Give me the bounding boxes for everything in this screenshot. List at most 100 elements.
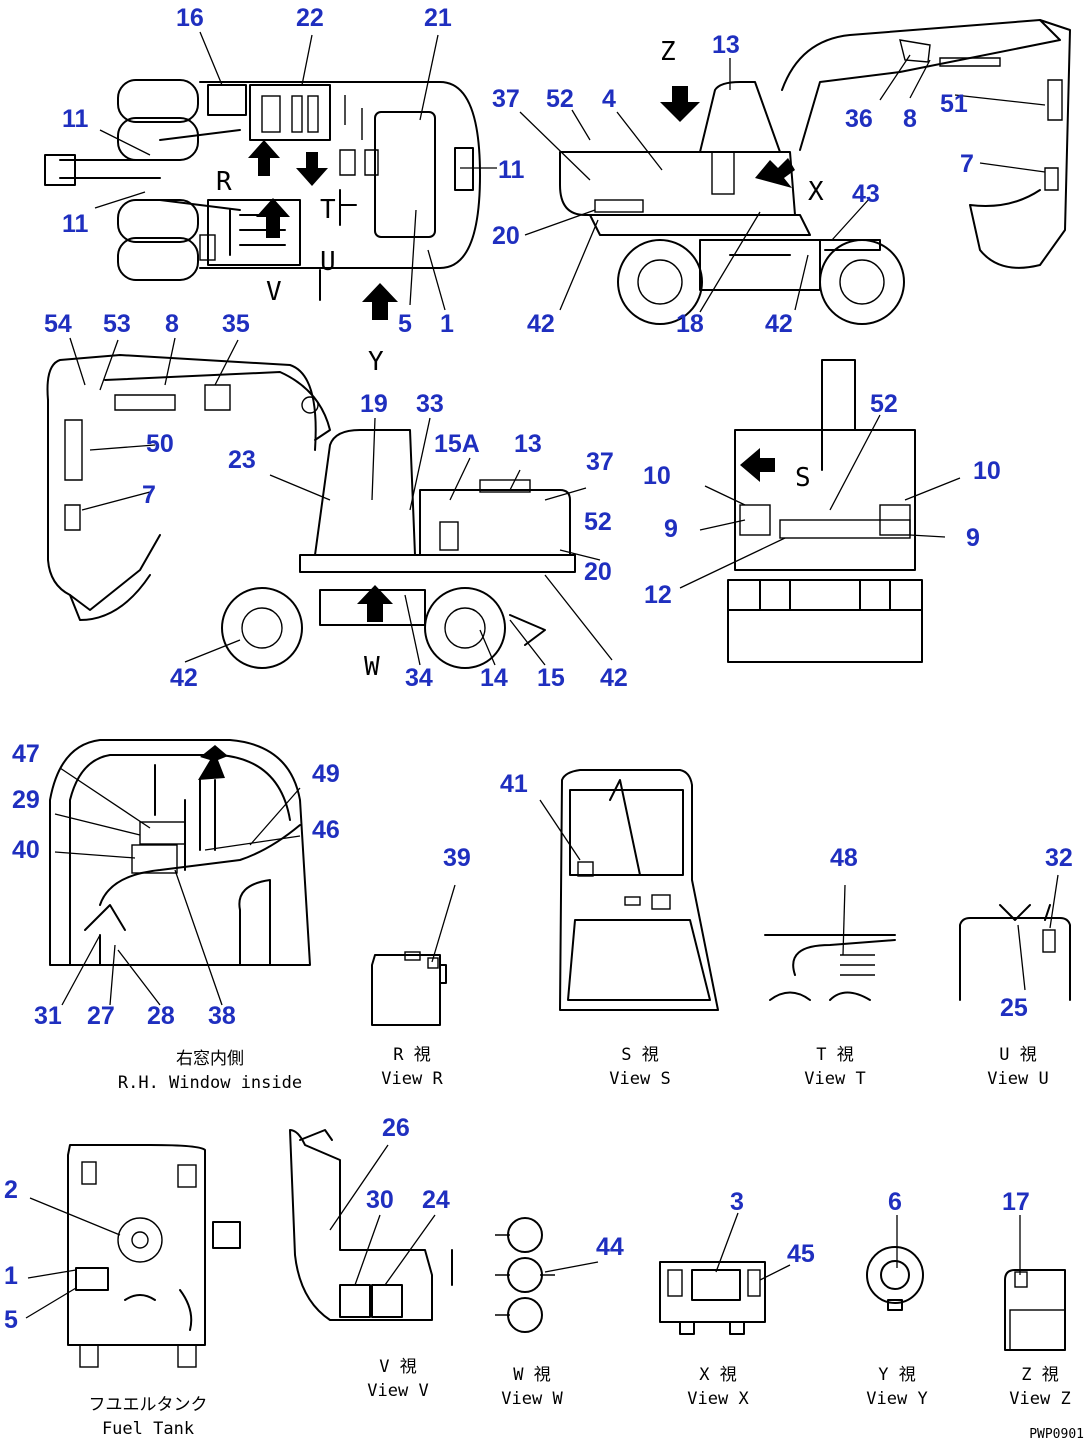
- rh-window-inside-view: [49, 739, 311, 1006]
- caption-rh-window-jp: 右窓内側: [176, 1049, 244, 1069]
- caption-view-v-jp: V 視: [379, 1357, 416, 1377]
- caption-view-r-jp: R 視: [393, 1045, 430, 1065]
- main-side-view: W: [46, 337, 613, 682]
- caption-rh-window-en: R.H. Window inside: [118, 1073, 302, 1093]
- caption-view-x-en: View X: [687, 1389, 749, 1409]
- callout-28: 28: [147, 1002, 175, 1030]
- view-letter-y: Y: [368, 347, 384, 377]
- callout-29: 29: [12, 786, 40, 814]
- callout-17: 17: [1002, 1188, 1030, 1216]
- callout-35: 35: [222, 310, 250, 338]
- view-letter-t: T: [320, 195, 336, 225]
- callout-8: 8: [165, 310, 179, 338]
- view-z-box: [1004, 1215, 1066, 1351]
- caption-view-v-en: View V: [367, 1381, 428, 1401]
- caption-view-z-en: View Z: [1009, 1389, 1070, 1409]
- view-letter-u: U: [320, 247, 336, 277]
- caption-fuel-tank-en: Fuel Tank: [102, 1419, 194, 1439]
- caption-view-x-jp: X 視: [699, 1365, 736, 1385]
- callout-54: 54: [44, 310, 72, 338]
- callout-5: 5: [4, 1306, 18, 1334]
- view-letter-s: S: [795, 463, 811, 493]
- callout-22: 22: [296, 4, 324, 32]
- drawing-code: PWP0901: [1029, 1427, 1084, 1442]
- callout-42: 42: [170, 664, 198, 692]
- callout-labels: 16 22 21 11 11 11 5 1 37 52 4 13 36 8 51…: [4, 4, 1073, 1334]
- callout-49: 49: [312, 760, 340, 788]
- callout-10: 10: [643, 462, 671, 490]
- callout-40: 40: [12, 836, 40, 864]
- callout-46: 46: [312, 816, 340, 844]
- callout-52: 52: [546, 85, 574, 113]
- callout-43: 43: [852, 180, 880, 208]
- callout-19: 19: [360, 390, 388, 418]
- rear-view: S: [679, 359, 961, 663]
- caption-view-t-en: View T: [804, 1069, 865, 1089]
- caption-view-u-en: View U: [987, 1069, 1048, 1089]
- caption-view-w-jp: W 視: [513, 1365, 550, 1385]
- callout-13: 13: [712, 31, 740, 59]
- view-w-box: [495, 1217, 599, 1333]
- callout-41: 41: [500, 770, 528, 798]
- callout-32: 32: [1045, 844, 1073, 872]
- caption-view-r-en: View R: [381, 1069, 443, 1089]
- side-view: Z X: [519, 19, 1071, 325]
- callout-36: 36: [845, 105, 873, 133]
- callout-6: 6: [888, 1188, 902, 1216]
- callout-12: 12: [644, 581, 672, 609]
- view-y-box: [866, 1215, 924, 1311]
- callout-42: 42: [527, 310, 555, 338]
- callout-45: 45: [787, 1240, 815, 1268]
- callout-37: 37: [492, 85, 520, 113]
- callout-11: 11: [498, 156, 525, 184]
- callout-18: 18: [676, 310, 704, 338]
- callout-7: 7: [142, 481, 156, 509]
- view-t-box: [764, 884, 896, 1001]
- view-letter-v: V: [266, 277, 282, 307]
- callout-44: 44: [596, 1233, 624, 1261]
- caption-view-y-jp: Y 視: [878, 1365, 915, 1385]
- callout-52: 52: [584, 508, 612, 536]
- view-captions: 右窓内側 R.H. Window inside R 視 View R S 視 V…: [89, 1045, 1085, 1442]
- callout-9: 9: [966, 524, 980, 552]
- callout-37: 37: [586, 448, 614, 476]
- callout-5: 5: [398, 310, 412, 338]
- view-letter-r: R: [216, 167, 232, 197]
- caption-view-z-jp: Z 視: [1021, 1365, 1058, 1385]
- callout-14: 14: [480, 664, 508, 692]
- callout-25: 25: [1000, 994, 1028, 1022]
- callout-2: 2: [4, 1176, 18, 1204]
- callout-27: 27: [87, 1002, 115, 1030]
- callout-1: 1: [4, 1262, 18, 1290]
- callout-9: 9: [664, 515, 678, 543]
- callout-20: 20: [584, 558, 612, 586]
- view-r-box: [371, 884, 456, 1026]
- view-letter-x: X: [808, 177, 824, 207]
- caption-view-y-en: View Y: [866, 1389, 927, 1409]
- fuel-tank-view: [25, 1144, 241, 1368]
- callout-39: 39: [443, 844, 471, 872]
- caption-view-w-en: View W: [501, 1389, 563, 1409]
- caption-fuel-tank-jp: フユエルタンク: [89, 1395, 208, 1415]
- caption-view-s-en: View S: [609, 1069, 670, 1089]
- callout-38: 38: [208, 1002, 236, 1030]
- caption-view-s-jp: S 視: [621, 1045, 658, 1065]
- callout-48: 48: [830, 844, 858, 872]
- callout-7: 7: [960, 150, 974, 178]
- callout-8: 8: [903, 105, 917, 133]
- callout-1: 1: [440, 310, 454, 338]
- callout-42: 42: [600, 664, 628, 692]
- callout-23: 23: [228, 446, 256, 474]
- callout-51: 51: [940, 90, 968, 118]
- callout-30: 30: [366, 1186, 394, 1214]
- callout-11: 11: [62, 105, 89, 133]
- callout-53: 53: [103, 310, 131, 338]
- callout-24: 24: [422, 1186, 450, 1214]
- view-u-box: [959, 874, 1071, 1001]
- callout-42: 42: [765, 310, 793, 338]
- view-s-box: [539, 769, 719, 1011]
- caption-view-u-jp: U 視: [999, 1045, 1036, 1065]
- caption-view-t-jp: T 視: [816, 1045, 853, 1065]
- top-view: R T U V Y: [44, 31, 497, 377]
- callout-52: 52: [870, 390, 898, 418]
